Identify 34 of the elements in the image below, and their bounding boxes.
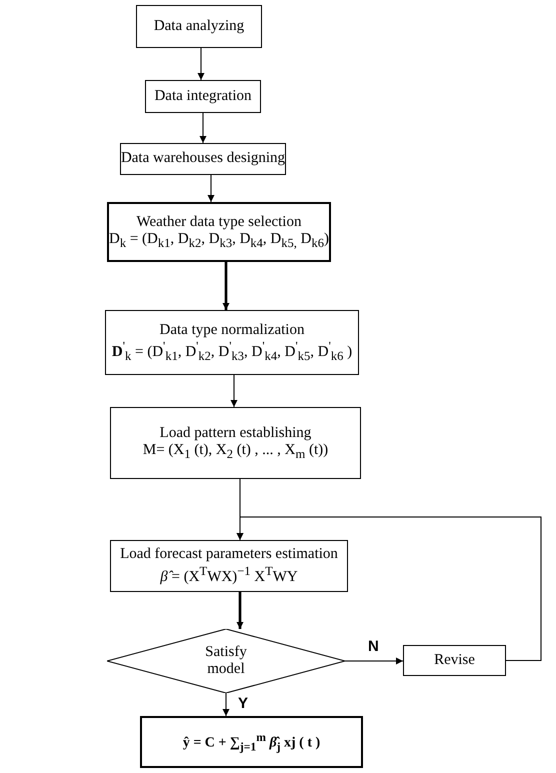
step-title: ŷ = C + ∑$_{j=1}$$^{m}$ β̂$_{j}$ xj ( t ) [182, 730, 320, 754]
process-box [120, 143, 286, 175]
process-box [140, 716, 363, 768]
process-box [136, 5, 262, 48]
process-box [110, 407, 361, 479]
arrow [222, 692, 230, 716]
edge-label: Y [238, 696, 248, 711]
step-title: Data integration [154, 88, 252, 106]
arrow [236, 516, 542, 661]
arrow [230, 374, 238, 408]
process-box [145, 80, 261, 113]
arrow [344, 658, 404, 664]
process-box [105, 310, 359, 375]
formula-text: D$_{k}$ = (D$_{k1}$, D$_{k2}$, D$_{k3}$, D$_{k4}$, D$_{k5,}$ D$_{k6}$) [109, 230, 329, 250]
step-title: Revise [434, 652, 475, 670]
arrow [198, 48, 204, 80]
step-title: Load forecast parameters estimation [120, 546, 338, 564]
step-title: Weather data type selection [136, 214, 302, 231]
process-box [107, 202, 331, 262]
step-title: Data warehouses designing [120, 150, 286, 168]
step-title: Load pattern establishing [160, 424, 312, 442]
formula-text: β̂ = (X$^{T}$WX)$^{−1}$ X$^{T}$WY [160, 564, 298, 586]
arrow [208, 174, 214, 202]
edge-label: N [368, 639, 379, 654]
step-title: Data analyzing [154, 18, 244, 36]
step-title: Data type normalization [160, 322, 304, 339]
process-box [110, 540, 348, 592]
step-title: Satisfy model [204, 644, 248, 678]
arrow [222, 262, 230, 310]
process-box [403, 645, 506, 676]
formula-text: D$^{'}$$_{k}$ = (D$^{'}$$_{k1}$, D$^{'}$$_{k2}$, D$^{'}$$_{k3}$, D$^{'}$$_{k4}$, D$^{'}$$_{k5}$, D$^{'}$$_{k6}$ ) [112, 338, 352, 364]
formula-text: M= (X$_{1}$ (t), X$_{2}$ (t) , ... , X$_{m}$ (t)) [142, 442, 328, 462]
arrow [236, 592, 244, 629]
arrow [200, 112, 206, 144]
